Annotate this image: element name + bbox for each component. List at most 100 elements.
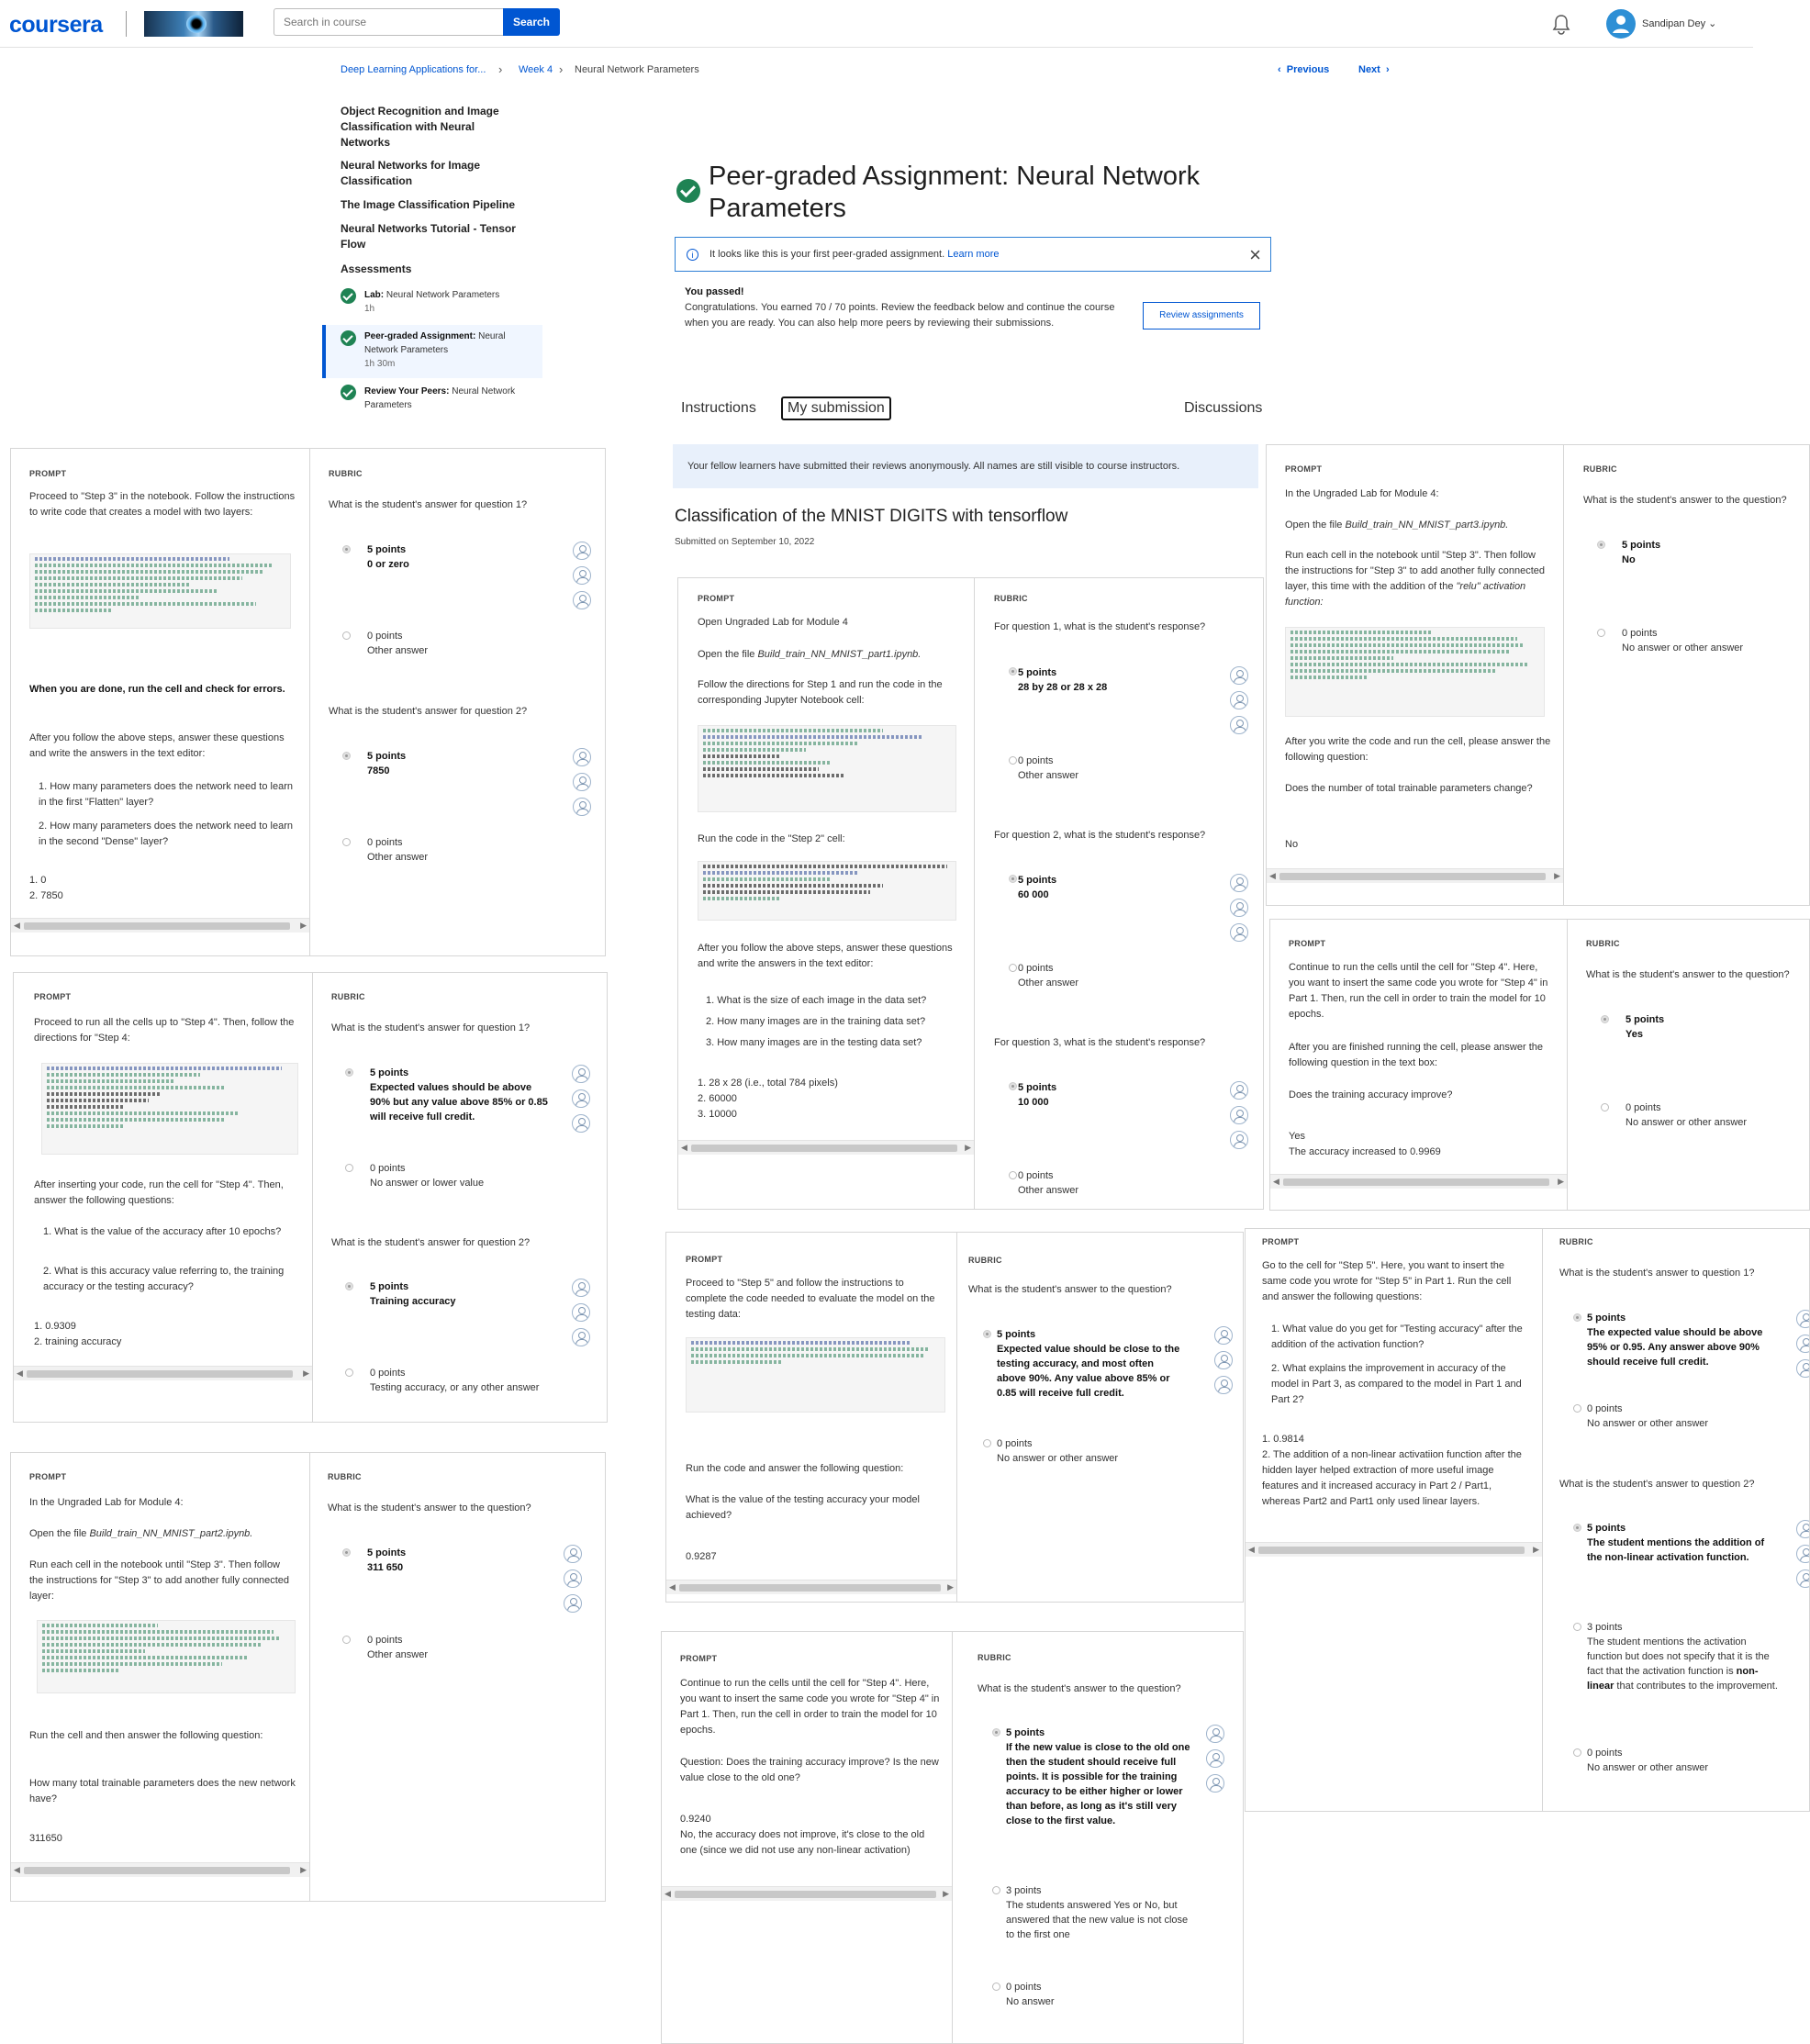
peer-icon bbox=[1230, 1081, 1248, 1100]
prompt-pane: PROMPT Go to the cell for "Step 5". Here… bbox=[1246, 1229, 1542, 1811]
sidebar-item-assignment[interactable]: Peer-graded Assignment: Neural Network P… bbox=[364, 331, 506, 369]
sidebar-section[interactable]: Neural Networks Tutorial - Tensor Flow bbox=[341, 222, 516, 251]
horizontal-scrollbar[interactable]: ◀▶ bbox=[1267, 868, 1563, 883]
horizontal-scrollbar[interactable]: ◀▶ bbox=[11, 918, 309, 933]
tab-discussions[interactable]: Discussions bbox=[1184, 400, 1263, 416]
passed-message: You passed!Congratulations. You earned 7… bbox=[685, 286, 1115, 329]
breadcrumb-week[interactable]: Week 4 bbox=[519, 64, 553, 75]
prompt-pane: PROMPT Continue to run the cells until t… bbox=[1270, 920, 1567, 1210]
horizontal-scrollbar[interactable]: ◀▶ bbox=[1246, 1542, 1542, 1557]
horizontal-scrollbar[interactable]: ◀▶ bbox=[14, 1366, 312, 1380]
rubric-question: For question 1, what is the student's re… bbox=[994, 621, 1206, 632]
sidebar-section[interactable]: The Image Classification Pipeline bbox=[341, 198, 516, 211]
prompt-text: Open the file Build_train_NN_MNIST_part1… bbox=[698, 649, 922, 660]
prompt-label: PROMPT bbox=[29, 1472, 67, 1481]
horizontal-scrollbar[interactable]: ◀▶ bbox=[11, 1862, 309, 1877]
peer-icon bbox=[564, 1545, 582, 1563]
sidebar-section[interactable]: Object Recognition and Image Classificat… bbox=[341, 105, 499, 149]
tab-instructions[interactable]: Instructions bbox=[681, 400, 756, 416]
prompt-text: Go to the cell for "Step 5". Here, you w… bbox=[1262, 1260, 1512, 1302]
search-input[interactable] bbox=[274, 8, 503, 36]
peer-icon bbox=[1206, 1749, 1224, 1768]
horizontal-scrollbar[interactable]: ◀▶ bbox=[662, 1886, 952, 1901]
rubric-pane: RUBRIC What is the student's answer for … bbox=[310, 449, 605, 955]
rubric-pane: RUBRIC What is the student's answer to t… bbox=[1568, 920, 1809, 1210]
peer-icon bbox=[572, 1328, 590, 1346]
rubric-label: RUBRIC bbox=[968, 1256, 1002, 1265]
coursera-logo[interactable]: coursera bbox=[9, 12, 103, 38]
peer-icon bbox=[1230, 923, 1248, 942]
question: 2. How many parameters does the network … bbox=[39, 821, 293, 847]
divider bbox=[952, 1632, 953, 2043]
bell-icon[interactable] bbox=[1551, 13, 1571, 35]
peer-icon bbox=[1796, 1545, 1809, 1563]
first-assignment-notice: i It looks like this is your first peer-… bbox=[675, 237, 1271, 272]
rubric-pane: RUBRIC What is the student's answer to t… bbox=[957, 1233, 1243, 1602]
horizontal-scrollbar[interactable]: ◀▶ bbox=[1270, 1174, 1567, 1189]
horizontal-scrollbar[interactable]: ◀▶ bbox=[666, 1580, 956, 1594]
close-icon[interactable]: × bbox=[1249, 243, 1261, 266]
prompt-label: PROMPT bbox=[1262, 1237, 1300, 1246]
peer-icon bbox=[1230, 691, 1248, 709]
prompt-text: How many total trainable parameters does… bbox=[29, 1778, 296, 1804]
prompt-pane: PROMPT Proceed to "Step 5" and follow th… bbox=[666, 1233, 956, 1602]
breadcrumb-current: Neural Network Parameters bbox=[575, 64, 699, 75]
rubric-question: What is the student's answer for questio… bbox=[329, 499, 528, 510]
user-name[interactable]: Sandipan Dey ⌄ bbox=[1642, 18, 1717, 29]
peer-icon bbox=[572, 1114, 590, 1133]
sidebar-active-indicator bbox=[322, 325, 542, 378]
learn-more-link[interactable]: Learn more bbox=[947, 249, 1000, 260]
peer-icon bbox=[573, 542, 591, 560]
review-assignments-button[interactable]: Review assignments bbox=[1143, 302, 1260, 329]
code-screenshot bbox=[1285, 627, 1545, 717]
next-link[interactable]: Next › bbox=[1358, 64, 1390, 75]
divider bbox=[309, 449, 310, 955]
submission-date: Submitted on September 10, 2022 bbox=[675, 537, 815, 547]
search-button[interactable]: Search bbox=[503, 8, 560, 36]
prompt-text: In the Ungraded Lab for Module 4: bbox=[1285, 488, 1439, 499]
code-screenshot bbox=[41, 1063, 298, 1155]
radio-selected bbox=[342, 545, 351, 553]
breadcrumb-course[interactable]: Deep Learning Applications for... bbox=[341, 64, 486, 75]
avatar[interactable] bbox=[1606, 9, 1636, 39]
review-card-part3-step4: PROMPT Continue to run the cells until t… bbox=[1269, 919, 1810, 1211]
radio-selected bbox=[1009, 1082, 1017, 1090]
peer-icon bbox=[573, 773, 591, 791]
radio bbox=[992, 1886, 1000, 1894]
chevron-right-icon: › bbox=[559, 62, 564, 76]
prompt-text: When you are done, run the cell and chec… bbox=[29, 684, 285, 695]
radio-selected bbox=[992, 1728, 1000, 1737]
sidebar-section[interactable]: Neural Networks for Image Classification bbox=[341, 159, 481, 187]
tab-my-submission[interactable]: My submission bbox=[781, 397, 891, 420]
rubric-label: RUBRIC bbox=[329, 469, 363, 478]
review-card-part3-step5: PROMPT Go to the cell for "Step 5". Here… bbox=[1245, 1228, 1810, 1812]
answer: 0.9287 bbox=[686, 1551, 717, 1562]
question: 2. What is this accuracy value referring… bbox=[43, 1266, 285, 1292]
horizontal-scrollbar[interactable]: ◀▶ bbox=[678, 1140, 974, 1155]
review-card-part2-step4: PROMPT Continue to run the cells until t… bbox=[661, 1631, 1244, 2044]
sidebar-item-review[interactable]: Review Your Peers: Neural Network Parame… bbox=[364, 386, 516, 410]
review-card-part1-step4: PROMPT Proceed to run all the cells up t… bbox=[13, 972, 608, 1423]
course-logo[interactable] bbox=[144, 11, 243, 37]
prompt-pane: PROMPT In the Ungraded Lab for Module 4:… bbox=[11, 1453, 309, 1901]
sidebar-section[interactable]: Assessments bbox=[341, 262, 412, 275]
submission-title: Classification of the MNIST DIGITS with … bbox=[675, 507, 1068, 526]
answer: 2. 7850 bbox=[29, 890, 63, 901]
rubric-question: What is the student's answer to question… bbox=[1559, 1268, 1755, 1279]
previous-link[interactable]: ‹ Previous bbox=[1278, 64, 1330, 75]
radio bbox=[345, 1164, 353, 1172]
peer-icon bbox=[564, 1569, 582, 1588]
prompt-text: Continue to run the cells until the cell… bbox=[680, 1678, 940, 1736]
